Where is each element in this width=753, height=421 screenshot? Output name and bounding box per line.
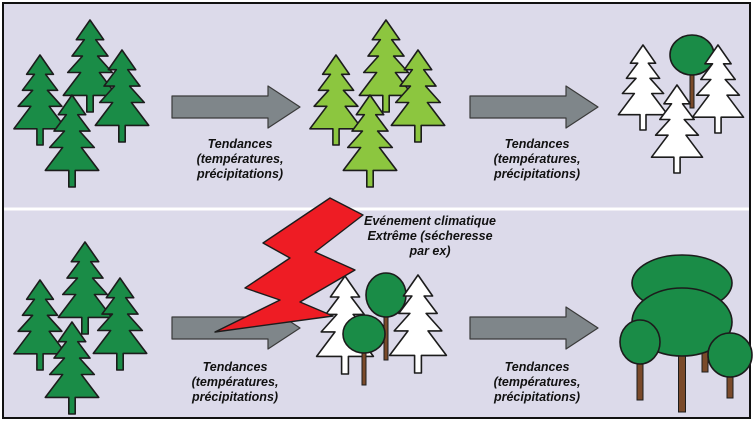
extreme-event-caption: Evénement climatique Extrême (sécheresse…	[350, 214, 510, 259]
trend-arrow-top-1	[171, 85, 301, 129]
bottom-arrow-1-caption: Tendances (températures, précipitations)	[165, 360, 305, 405]
top-row-chronic-trends	[13, 19, 745, 188]
broadleaf-tree-icon	[707, 332, 753, 378]
arrow-shape	[469, 85, 599, 129]
trend-arrow-top-2	[469, 85, 599, 129]
conifer-tree-icon	[358, 19, 414, 113]
conifer-tree-icon	[92, 277, 148, 371]
bottom-row-extreme-event	[13, 197, 753, 415]
caption-line: précipitations)	[191, 390, 279, 404]
conifer-tree-icon	[388, 274, 448, 374]
broadleaf-tree-icon	[669, 34, 715, 76]
arrow-shape	[469, 306, 599, 350]
bottom-arrow-2-caption: Tendances (températures, précipitations)	[467, 360, 607, 405]
caption-line: (températures,	[191, 375, 279, 389]
dense-green-conifer-forest-bottom	[13, 241, 148, 415]
conifer-tree-icon	[390, 49, 446, 143]
caption-line: Tendances	[504, 360, 570, 374]
caption-line: par ex)	[409, 244, 451, 258]
top-arrow-1-caption: Tendances (températures, précipitations)	[170, 137, 310, 182]
conifer-tree-icon	[650, 84, 704, 174]
caption-line: Evénement climatique	[364, 214, 496, 228]
conifer-tree-icon	[13, 279, 67, 371]
lightning-bolt-icon	[214, 197, 364, 333]
conifer-tree-icon	[617, 44, 669, 131]
caption-line: Extrême (sécheresse	[367, 229, 493, 243]
broadleaf-tree-icon	[365, 272, 407, 318]
conifer-tree-icon	[691, 44, 745, 134]
top-arrow-2-caption: Tendances (températures, précipitations)	[467, 137, 607, 182]
dead-conifers-with-broadleaf-tree	[617, 34, 745, 174]
conifer-tree-icon	[44, 321, 100, 415]
caption-line: précipitations)	[493, 167, 581, 181]
broadleaf-tree-icon	[619, 319, 661, 365]
conifer-tree-icon	[62, 19, 118, 113]
stressed-light-green-conifer-forest	[309, 19, 446, 188]
dead-conifers-with-broadleaf-trees	[315, 272, 448, 386]
arrow-shape	[171, 85, 301, 129]
broadleaf-forest	[619, 254, 753, 413]
trend-arrow-bottom-2	[469, 306, 599, 350]
caption-line: (températures,	[493, 375, 581, 389]
caption-line: Tendances	[207, 137, 273, 151]
caption-line: Tendances	[202, 360, 268, 374]
caption-line: Tendances	[504, 137, 570, 151]
conifer-tree-icon	[13, 54, 67, 146]
caption-line: (températures,	[196, 152, 284, 166]
caption-line: précipitations)	[196, 167, 284, 181]
caption-line: (températures,	[493, 152, 581, 166]
dense-green-conifer-forest-top	[13, 19, 150, 188]
conifer-tree-icon	[94, 49, 150, 143]
broadleaf-tree-icon	[342, 314, 386, 354]
conifer-tree-icon	[309, 54, 363, 146]
caption-line: précipitations)	[493, 390, 581, 404]
conifer-tree-icon	[342, 94, 398, 188]
conifer-tree-icon	[44, 94, 100, 188]
conifer-tree-icon	[57, 241, 113, 335]
